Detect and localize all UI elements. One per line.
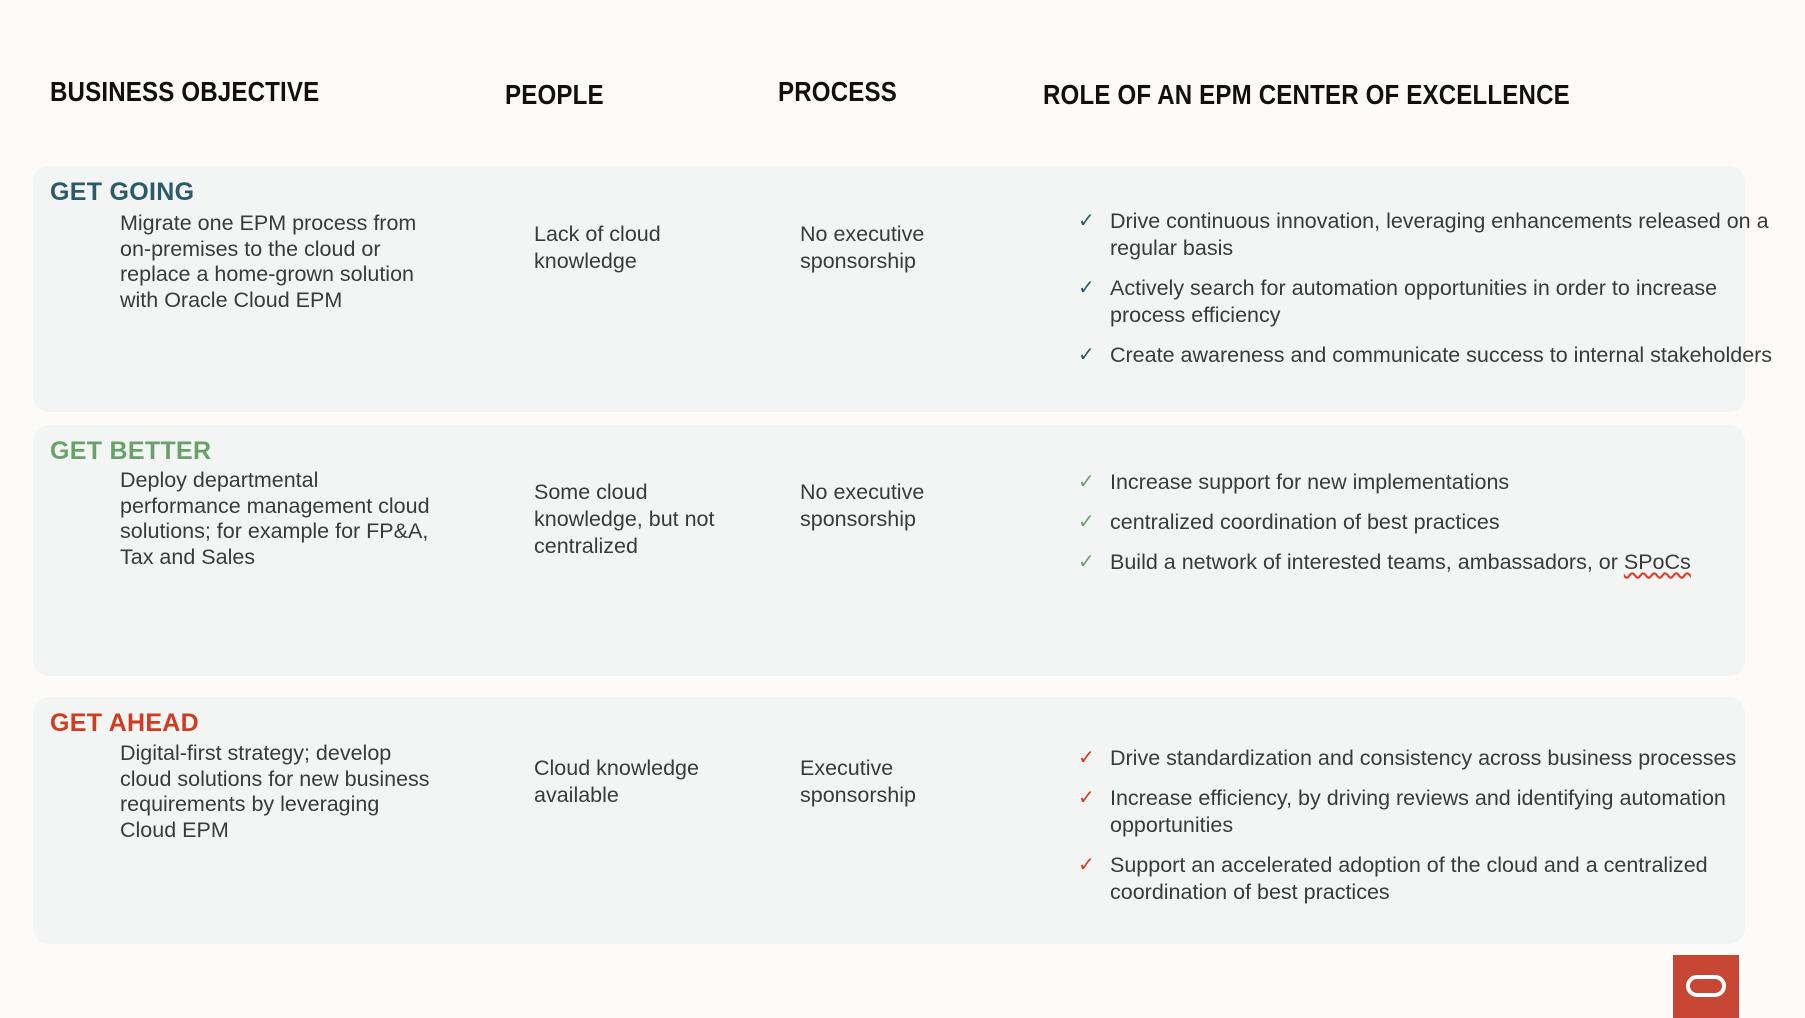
list-item-label-prefix: Build a network of interested teams, amb…: [1110, 550, 1624, 574]
stage-label-get-going: GET GOING: [50, 178, 195, 206]
list-item: ✓ Drive continuous innovation, leveragin…: [1078, 208, 1778, 262]
column-header-row: BUSINESS OBJECTIVE PEOPLE PROCESS ROLE O…: [0, 76, 1805, 126]
people-text-get-ahead: Cloud knowledge available: [534, 756, 699, 807]
check-icon: ✓: [1078, 747, 1095, 769]
stage-card-get-ahead: GET AHEAD Digital-first strategy; develo…: [33, 697, 1745, 944]
objective-text-get-better: Deploy departmental performance manageme…: [120, 468, 430, 569]
list-item: ✓ Actively search for automation opportu…: [1078, 275, 1778, 329]
list-item-label: centralized coordination of best practic…: [1110, 510, 1500, 534]
list-item-label: Drive continuous innovation, leveraging …: [1110, 209, 1769, 260]
people-text-get-going: Lack of cloud knowledge: [534, 222, 661, 273]
list-item-label: Increase support for new implementations: [1110, 470, 1510, 494]
column-header-process: PROCESS: [778, 76, 897, 107]
check-icon: ✓: [1078, 277, 1095, 299]
oracle-o-icon: [1686, 975, 1726, 997]
people-text-get-better: Some cloud knowledge, but not centralize…: [534, 480, 715, 558]
list-item: ✓ Increase efficiency, by driving review…: [1078, 785, 1778, 839]
check-icon: ✓: [1078, 511, 1095, 533]
role-list-get-better: ✓ Increase support for new implementatio…: [1078, 469, 1778, 576]
objective-text-get-ahead: Digital-first strategy; develop cloud so…: [120, 741, 430, 842]
check-icon: ✓: [1078, 854, 1095, 876]
check-icon: ✓: [1078, 551, 1095, 573]
column-header-role-of-epm-coe: ROLE OF AN EPM CENTER OF EXCELLENCE: [1043, 79, 1570, 110]
stage-label-get-better: GET BETTER: [50, 437, 212, 465]
list-item: ✓ centralized coordination of best pract…: [1078, 509, 1778, 536]
list-item: ✓ Increase support for new implementatio…: [1078, 469, 1778, 496]
process-text-get-better: No executive sponsorship: [800, 480, 925, 531]
stage-card-get-better: GET BETTER Deploy departmental performan…: [33, 425, 1745, 676]
oracle-logo: [1673, 955, 1739, 1018]
list-item-label: Increase efficiency, by driving reviews …: [1110, 786, 1726, 837]
column-header-business-objective: BUSINESS OBJECTIVE: [50, 76, 320, 107]
objective-text-get-going: Migrate one EPM process from on-premises…: [120, 211, 417, 312]
stage-card-get-going: GET GOING Migrate one EPM process from o…: [33, 166, 1772, 412]
list-item-label: Create awareness and communicate success…: [1110, 343, 1773, 367]
role-list-get-going: ✓ Drive continuous innovation, leveragin…: [1078, 208, 1778, 369]
list-item: ✓ Drive standardization and consistency …: [1078, 745, 1778, 772]
check-icon: ✓: [1078, 787, 1095, 809]
stage-label-get-ahead: GET AHEAD: [50, 709, 200, 737]
list-item-label: Drive standardization and consistency ac…: [1110, 746, 1737, 770]
check-icon: ✓: [1078, 471, 1095, 493]
column-header-people: PEOPLE: [505, 79, 604, 110]
misspelled-word-spocs: SPoCs: [1623, 550, 1691, 574]
process-text-get-going: No executive sponsorship: [800, 222, 925, 273]
list-item-label: Support an accelerated adoption of the c…: [1110, 853, 1708, 904]
role-list-get-ahead: ✓ Drive standardization and consistency …: [1078, 745, 1778, 906]
list-item: ✓ Build a network of interested teams, a…: [1078, 549, 1778, 576]
list-item-label: Actively search for automation opportuni…: [1110, 276, 1718, 327]
process-text-get-ahead: Executive sponsorship: [800, 756, 916, 807]
check-icon: ✓: [1078, 344, 1095, 366]
list-item: ✓ Create awareness and communicate succe…: [1078, 342, 1778, 369]
list-item: ✓ Support an accelerated adoption of the…: [1078, 852, 1778, 906]
check-icon: ✓: [1078, 210, 1095, 232]
